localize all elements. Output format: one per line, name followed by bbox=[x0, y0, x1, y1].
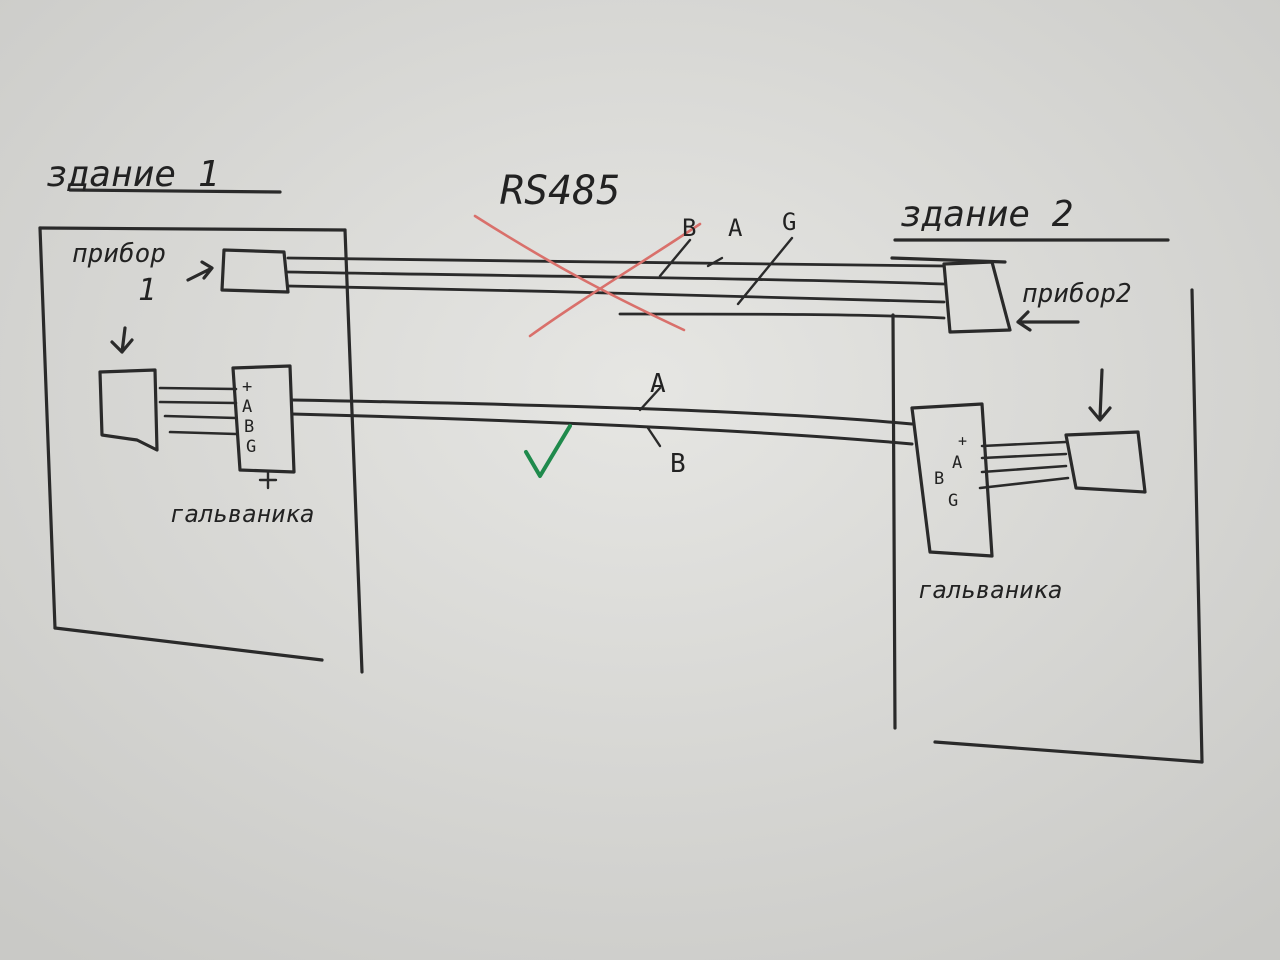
rs485-wire-g: G bbox=[782, 208, 796, 236]
device1-label: прибор bbox=[72, 239, 166, 269]
galvanic1-pin-plus: + bbox=[242, 377, 252, 397]
approve-check-icon bbox=[524, 424, 572, 478]
rs485-reject-cross bbox=[473, 214, 702, 338]
galvanic2-pin-g: G bbox=[948, 491, 958, 511]
device1-number: 1 bbox=[138, 273, 156, 308]
rs485-bundle bbox=[286, 256, 946, 320]
building1-frame bbox=[38, 188, 364, 674]
local-wires-2 bbox=[978, 440, 1070, 490]
galvanic2-label: гальваника bbox=[918, 576, 1063, 604]
device2-arrow bbox=[1016, 310, 1080, 332]
galvanic1-pin-b: B bbox=[244, 417, 254, 437]
galvanic2-pin-plus: + bbox=[958, 432, 967, 450]
galvanic1-box bbox=[231, 364, 296, 474]
building2-title: здание 2 bbox=[900, 194, 1073, 235]
galvanic-link-leaders bbox=[638, 386, 662, 448]
rs485-title: RS485 bbox=[500, 168, 620, 214]
device-arrow-down-icon bbox=[110, 326, 134, 354]
rs485-wire-a: A bbox=[728, 214, 743, 242]
local-wires-1 bbox=[158, 386, 238, 436]
device1-box bbox=[220, 248, 290, 294]
galvanic2-box bbox=[910, 402, 994, 558]
galvanic1-label: гальваника bbox=[170, 500, 315, 528]
device2-label: прибор2 bbox=[1022, 279, 1132, 309]
rs485-wire-b: B bbox=[682, 214, 696, 242]
device2-local-box bbox=[1064, 430, 1147, 494]
rs485-leaders bbox=[658, 236, 794, 306]
device1-local-box bbox=[98, 368, 159, 452]
device1-arrow bbox=[186, 260, 214, 282]
galvanic-link-b: B bbox=[670, 449, 686, 479]
building2-frame bbox=[890, 238, 1204, 764]
galvanic1-pin-g: G bbox=[246, 437, 256, 457]
galvanic-link bbox=[290, 398, 914, 446]
galvanic1-ground bbox=[258, 470, 278, 490]
device2-box bbox=[942, 260, 1012, 334]
building1-title: здание 1 bbox=[46, 154, 219, 195]
device-arrow-down-icon bbox=[1088, 368, 1112, 422]
galvanic-link-a: A bbox=[650, 369, 666, 399]
galvanic1-pin-a: A bbox=[242, 397, 252, 417]
galvanic2-pin-b: B bbox=[934, 469, 944, 489]
galvanic2-pin-a: A bbox=[952, 453, 962, 473]
